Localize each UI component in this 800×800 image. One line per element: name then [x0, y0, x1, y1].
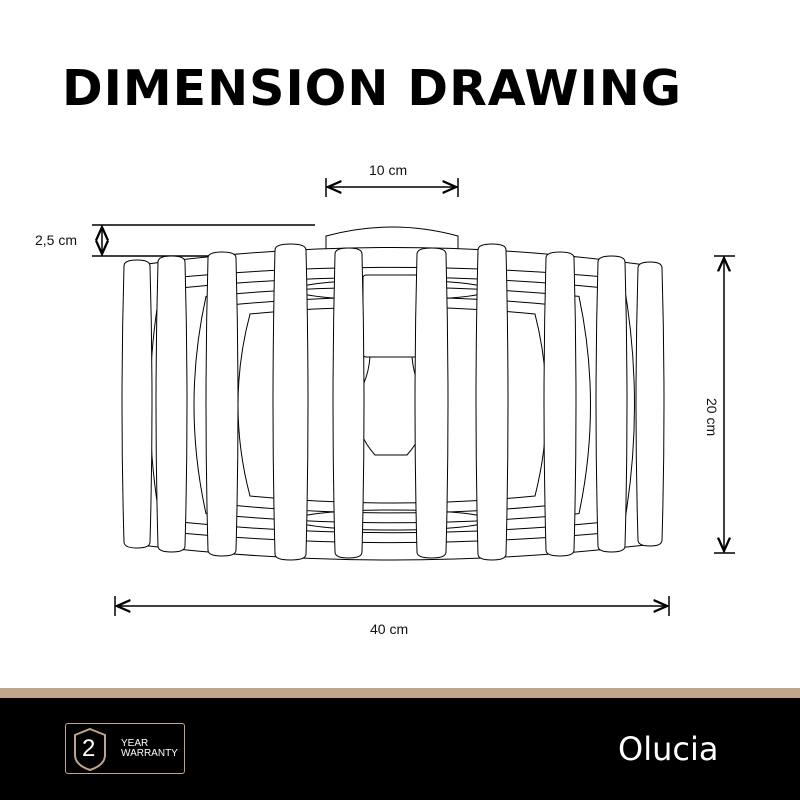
page-title: DIMENSION DRAWING — [62, 60, 683, 117]
dimension-right — [714, 255, 735, 554]
shade-slat — [475, 243, 509, 561]
width-label: 40 cm — [370, 621, 409, 637]
shade-slat — [121, 259, 153, 549]
shade-slat — [272, 243, 309, 561]
shade-slat — [155, 255, 188, 553]
dimension-bottom — [114, 596, 670, 616]
warranty-line2: WARRANTY — [121, 748, 178, 759]
warranty-number: 2 — [82, 735, 96, 762]
height-label: 20 cm — [704, 398, 720, 437]
mount-height-label: 2,5 cm — [35, 232, 78, 248]
shade-slat — [595, 255, 628, 553]
socket — [362, 274, 420, 358]
shade-slat — [543, 251, 577, 557]
shade-slat — [635, 261, 665, 547]
brand-logo: Olucia — [618, 730, 719, 768]
accent-divider — [0, 688, 800, 698]
lamp-dimension-drawing — [92, 178, 735, 616]
lamp-outline — [121, 226, 665, 561]
footer — [0, 698, 800, 800]
shield-icon — [74, 727, 106, 771]
dimension-top — [325, 178, 459, 197]
warranty-line1: YEAR — [121, 738, 149, 749]
mount-width-label: 10 cm — [369, 162, 408, 178]
warranty-badge: 2 YEAR WARRANTY — [65, 723, 185, 774]
shade-slat — [205, 251, 239, 557]
shade-slat — [414, 247, 449, 559]
shade-slat — [332, 247, 365, 559]
